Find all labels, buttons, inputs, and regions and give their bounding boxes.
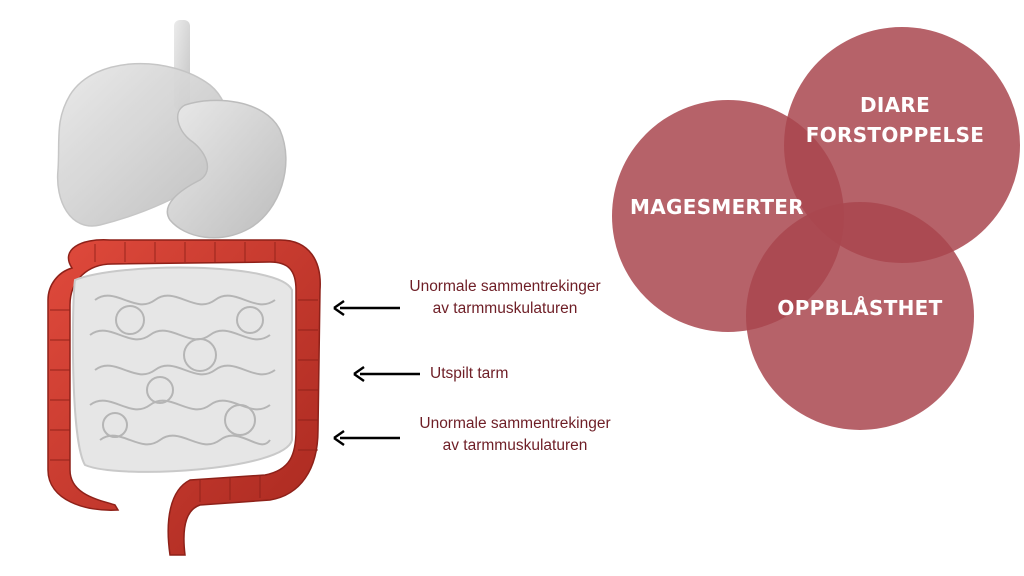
annotation-line: Unormale sammentrekinger (419, 415, 611, 432)
annotation-contractions-upper: Unormale sammentrekinger av tarmmuskulat… (380, 276, 630, 320)
annotation-line: av tarmmuskulaturen (432, 300, 578, 317)
symptom-label-diarrhea-constipation: DIARE FORSTOPPELSE (790, 90, 1000, 150)
symptom-line: MAGESMERTER (630, 195, 804, 219)
symptom-line: FORSTOPPELSE (805, 123, 985, 147)
annotation-line: av tarmmuskulaturen (442, 437, 588, 454)
annotation-line: Unormale sammentrekinger (409, 278, 601, 295)
arrow-left-icon (333, 430, 400, 446)
large-intestine (47, 239, 321, 556)
annotation-contractions-lower: Unormale sammentrekinger av tarmmuskulat… (390, 413, 640, 457)
venn-circle-bottom (746, 202, 974, 430)
annotation-line: Utspilt tarm (430, 365, 509, 382)
symptom-line: DIARE (859, 93, 931, 117)
symptom-label-bloating: OPPBLÅSTHET (755, 293, 965, 323)
small-intestine (71, 266, 293, 473)
arrow-left-icon (333, 300, 400, 316)
symptom-venn-diagram (612, 27, 1020, 430)
symptom-line: OPPBLÅSTHET (777, 296, 943, 320)
symptom-label-abdominal-pain: MAGESMERTER (612, 192, 822, 222)
annotation-distended-bowel: Utspilt tarm (430, 363, 590, 385)
digestive-system-illustration (47, 20, 321, 556)
stomach (166, 99, 287, 239)
arrow-left-icon (353, 366, 420, 382)
